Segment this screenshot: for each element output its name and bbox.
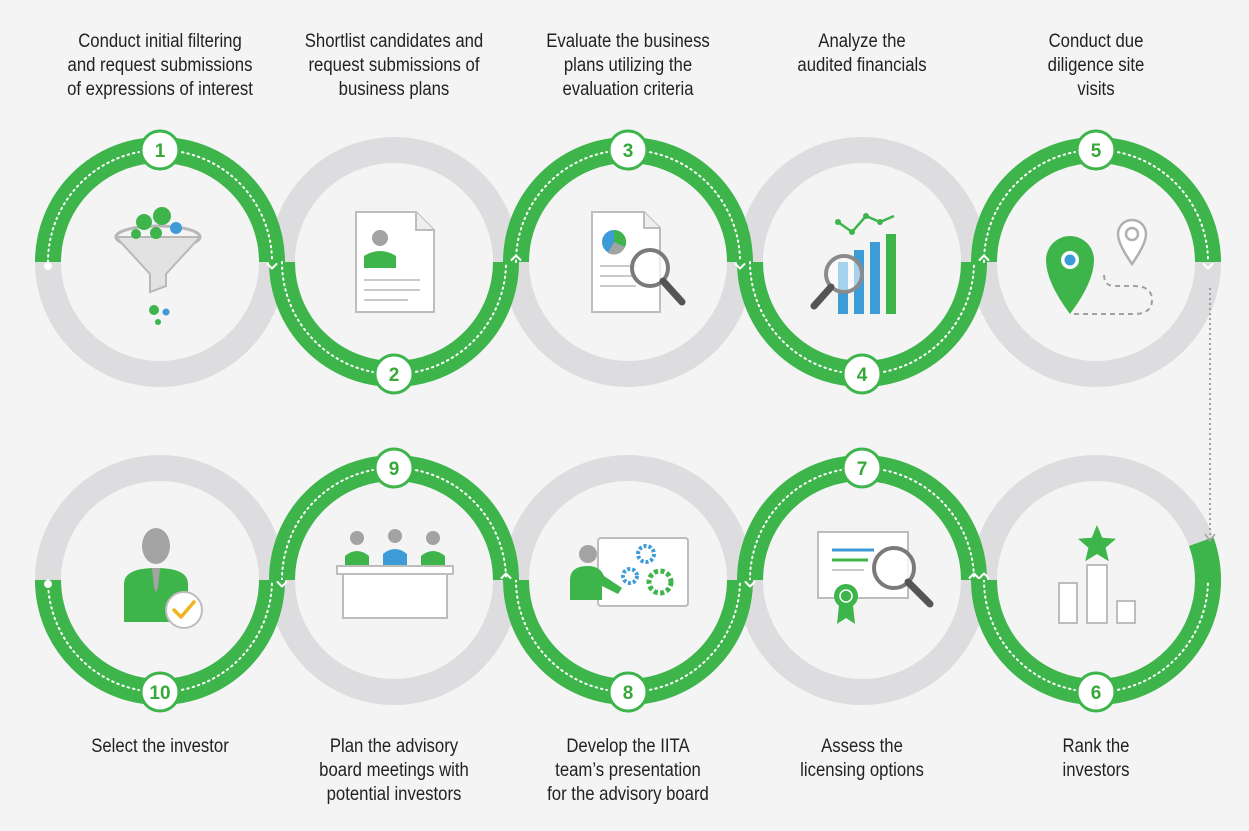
- certificate-magnifier-icon: [817, 531, 934, 624]
- approved-person-icon: [124, 528, 203, 629]
- presenter-gears-icon: [570, 537, 689, 607]
- step-caption-2: Shortlist candidates and request submiss…: [304, 31, 484, 100]
- profile-document-icon: [355, 211, 435, 313]
- map-pin-route-icon: [1046, 218, 1154, 315]
- step-badge-10: 10: [139, 671, 181, 713]
- step-number: 8: [623, 683, 634, 704]
- board-panel-icon: [336, 529, 454, 619]
- connector-arrow-icon: [1204, 533, 1216, 543]
- step-arc-6-start: [1188, 537, 1221, 581]
- step-caption-1: Conduct initial filtering and request su…: [67, 31, 253, 100]
- step-caption-8: Develop the IITA team’s presentation for…: [547, 736, 709, 805]
- step-caption-7: Assess the licensing options: [800, 736, 924, 781]
- step-badge-7: 7: [841, 447, 883, 489]
- step-badge-9: 9: [373, 447, 415, 489]
- step-caption-6: Rank the investors: [1062, 736, 1130, 781]
- step-caption-5: Conduct due diligence site visits: [1047, 31, 1145, 100]
- start-dot: [44, 580, 52, 588]
- step-number: 4: [857, 365, 868, 386]
- step-number: 9: [389, 459, 400, 480]
- step-badge-3: 3: [607, 129, 649, 171]
- step-badge-4: 4: [841, 353, 883, 395]
- step-number: 3: [623, 141, 634, 162]
- bar-chart-magnifier-icon: [810, 213, 896, 314]
- ranking-star-icon: [1058, 525, 1136, 624]
- step-badge-5: 5: [1075, 129, 1117, 171]
- report-magnifier-icon: [591, 211, 686, 313]
- step-badge-8: 8: [607, 671, 649, 713]
- step-caption-9: Plan the advisory board meetings with po…: [319, 736, 469, 805]
- funnel-icon: [113, 207, 203, 325]
- step-number: 5: [1091, 141, 1102, 162]
- step-number: 7: [857, 459, 868, 480]
- step-number: 10: [149, 683, 170, 704]
- step-caption-10: Select the investor: [91, 736, 229, 757]
- step-number: 2: [389, 365, 400, 386]
- step-number: 6: [1091, 683, 1102, 704]
- step-caption-3: Evaluate the business plans utilizing th…: [546, 31, 710, 100]
- step-number: 1: [155, 141, 166, 162]
- step-badge-2: 2: [373, 353, 415, 395]
- step-badge-1: 1: [139, 129, 181, 171]
- step-badge-6: 6: [1075, 671, 1117, 713]
- start-dot: [44, 262, 52, 270]
- step-caption-4: Analyze the audited financials: [797, 31, 927, 76]
